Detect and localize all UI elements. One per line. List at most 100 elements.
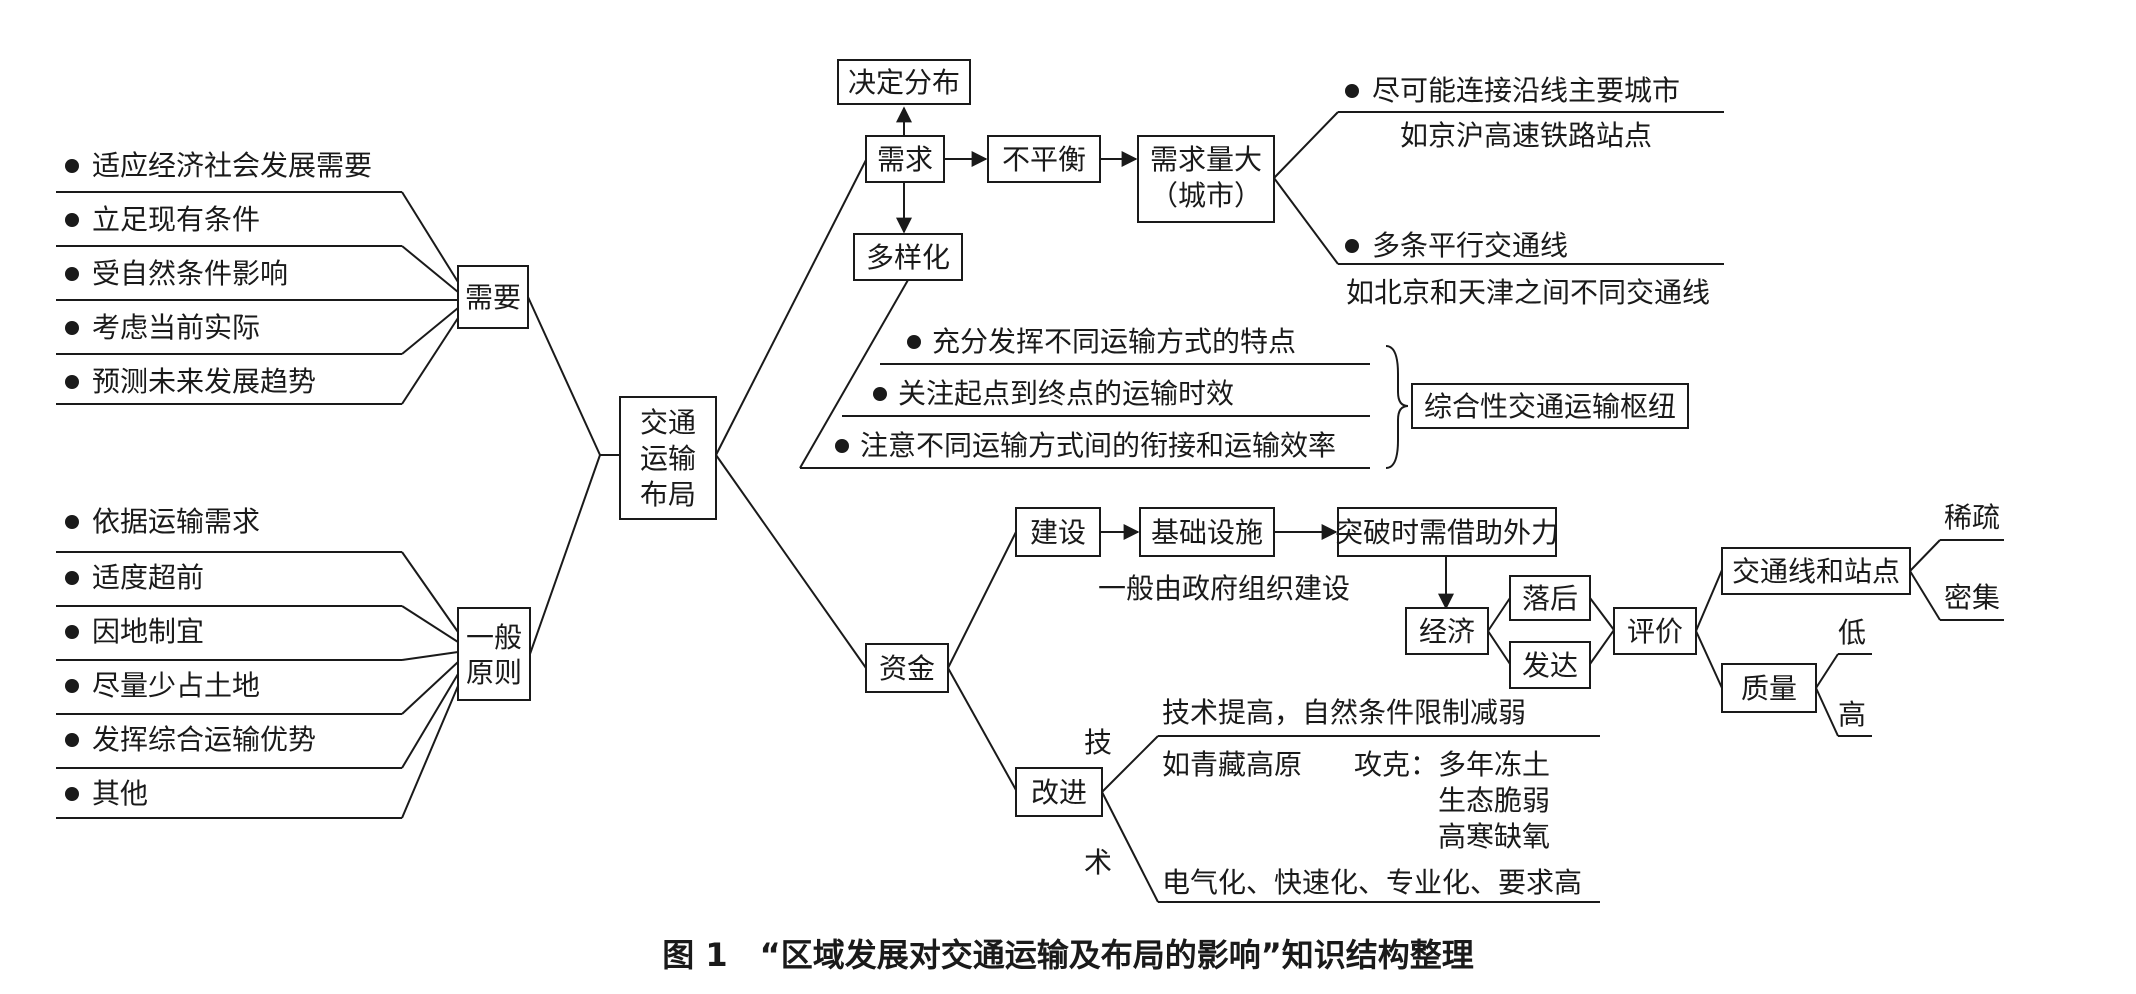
example-text: 如青藏高原: [1162, 748, 1302, 781]
quality-box: [1721, 663, 1817, 713]
need-item: 立足现有条件: [56, 203, 402, 247]
economy-box: [1405, 607, 1489, 655]
need-item: 受自然条件影响: [56, 257, 402, 301]
funds-label: 资金: [879, 652, 935, 685]
evaluate-box: [1613, 607, 1697, 655]
bullet-icon: [65, 733, 79, 747]
conquer-text: 攻克：: [1354, 748, 1438, 781]
root-node: 交通 运输 布局: [527, 159, 867, 669]
backward-label: 落后: [1522, 582, 1578, 615]
bullet-icon: [65, 515, 79, 529]
lines-stations-box: [1721, 547, 1911, 595]
principle-item: 因地制宜: [56, 615, 402, 661]
lines-stations-label: 交通线和站点: [1732, 555, 1900, 588]
big-demand-box: [1137, 135, 1275, 223]
principle-branch: 依据运输需求 适度超前 因地制宜 尽量少占土地 发挥综合运输优势 其他: [56, 505, 531, 819]
decide-label: 决定分布: [848, 66, 960, 99]
need-item-text: 预测未来发展趋势: [92, 365, 316, 398]
improve-box: [1015, 767, 1103, 817]
principle-item-text: 尽量少占土地: [92, 669, 260, 702]
big-demand-point-2: 多条平行交通线: [1372, 229, 1568, 262]
decide-box: [837, 59, 971, 105]
hub-item-text: 充分发挥不同运输方式的特点: [932, 325, 1296, 358]
bullet-icon: [65, 679, 79, 693]
infra-box: [1139, 507, 1275, 557]
demand-branch: 决定分布 需求 不平衡 需求量大 （城市） 尽可能连接沿线主要城市 如京沪高速铁…: [799, 59, 1724, 469]
principle-item-text: 因地制宜: [92, 615, 204, 648]
principle-item: 适度超前: [56, 561, 402, 607]
need-item-text: 立足现有条件: [92, 203, 260, 236]
evaluate-label: 评价: [1627, 615, 1683, 648]
bullet-icon: [65, 787, 79, 801]
principle-item: 发挥综合运输优势: [56, 723, 402, 769]
need-item-text: 受自然条件影响: [92, 257, 288, 290]
infra-label: 基础设施: [1151, 516, 1263, 549]
big-demand-line2: （城市）: [1150, 179, 1262, 212]
root-label-line1: 交通: [640, 406, 696, 439]
bullet-icon: [65, 571, 79, 585]
diverse-label: 多样化: [866, 241, 950, 274]
bullet-icon: [65, 321, 79, 335]
imbalance-label: 不平衡: [1002, 143, 1086, 176]
hub-item-text: 关注起点到终点的运输时效: [898, 377, 1234, 410]
gov-note: 一般由政府组织建设: [1098, 572, 1350, 605]
build-label: 建设: [1030, 516, 1086, 549]
tech-char-2: 术: [1084, 846, 1112, 879]
bullet-icon: [873, 387, 887, 401]
need-item: 考虑当前实际: [56, 311, 402, 355]
principle-item: 其他: [56, 777, 402, 819]
imbalance-box: [987, 135, 1101, 183]
principle-item: 尽量少占土地: [56, 669, 402, 715]
need-label: 需要: [465, 281, 521, 314]
sparse-label: 稀疏: [1944, 501, 2000, 534]
bullet-icon: [65, 375, 79, 389]
big-demand-example-2: 如北京和天津之间不同交通线: [1346, 276, 1710, 309]
hub-item-text: 注意不同运输方式间的衔接和运输效率: [860, 429, 1336, 462]
need-branch: 适应经济社会发展需要 立足现有条件 受自然条件影响 考虑当前实际 预测未来发展趋…: [56, 149, 529, 405]
big-demand-line1: 需求量大: [1150, 143, 1262, 176]
developed-label: 发达: [1522, 649, 1578, 682]
brace-icon: [1385, 345, 1409, 469]
bullet-icon: [65, 267, 79, 281]
bullet-icon: [1345, 84, 1359, 98]
bullet-icon: [1345, 239, 1359, 253]
developed-box: [1509, 641, 1591, 689]
high-label: 高: [1838, 698, 1866, 731]
big-demand-point-1: 尽可能连接沿线主要城市: [1372, 74, 1680, 107]
conquer-item: 生态脆弱: [1438, 784, 1550, 817]
funds-branch: 资金 建设 基础设施 一般由政府组织建设 突破时需借助外力 经济 落后 发达 评…: [865, 501, 2004, 791]
low-label: 低: [1838, 616, 1866, 649]
trend-text: 电气化、快速化、专业化、要求高: [1162, 866, 1582, 899]
bullet-icon: [65, 213, 79, 227]
conquer-item: 高寒缺氧: [1438, 820, 1550, 853]
big-demand-example-1: 如京沪高速铁路站点: [1400, 119, 1652, 152]
principle-item-text: 其他: [92, 777, 148, 810]
bullet-icon: [65, 159, 79, 173]
need-item-text: 适应经济社会发展需要: [92, 149, 372, 182]
breakthrough-box: [1337, 507, 1557, 557]
need-item-text: 考虑当前实际: [92, 311, 260, 344]
hub-box: [1411, 383, 1689, 429]
conquer-item: 多年冻土: [1438, 748, 1550, 781]
dense-label: 密集: [1944, 581, 2000, 614]
breakthrough-label: 突破时需借助外力: [1335, 516, 1559, 549]
principle-box: [457, 607, 531, 701]
tech-char-1: 技: [1084, 726, 1112, 759]
economy-label: 经济: [1419, 615, 1475, 648]
bullet-icon: [907, 335, 921, 349]
improve-branch: 改进 技 术 技术提高，自然条件限制减弱 如青藏高原 攻克： 多年冻土 生态脆弱…: [1015, 696, 1600, 903]
improve-label: 改进: [1031, 776, 1087, 809]
bullet-icon: [835, 439, 849, 453]
need-item: 预测未来发展趋势: [56, 365, 402, 405]
principle-label-line1: 一般: [466, 621, 522, 654]
hub-label: 综合性交通运输枢纽: [1424, 390, 1676, 423]
progress-text: 技术提高，自然条件限制减弱: [1162, 696, 1526, 729]
diverse-box: [853, 233, 963, 281]
principle-label-line2: 原则: [466, 656, 522, 689]
principle-item-text: 发挥综合运输优势: [92, 723, 316, 756]
principle-item: 依据运输需求: [56, 505, 402, 553]
figure-caption: 图 1 “区域发展对交通运输及布局的影响”知识结构整理: [662, 936, 1473, 974]
principle-item-text: 依据运输需求: [92, 505, 260, 538]
need-item: 适应经济社会发展需要: [56, 149, 402, 193]
